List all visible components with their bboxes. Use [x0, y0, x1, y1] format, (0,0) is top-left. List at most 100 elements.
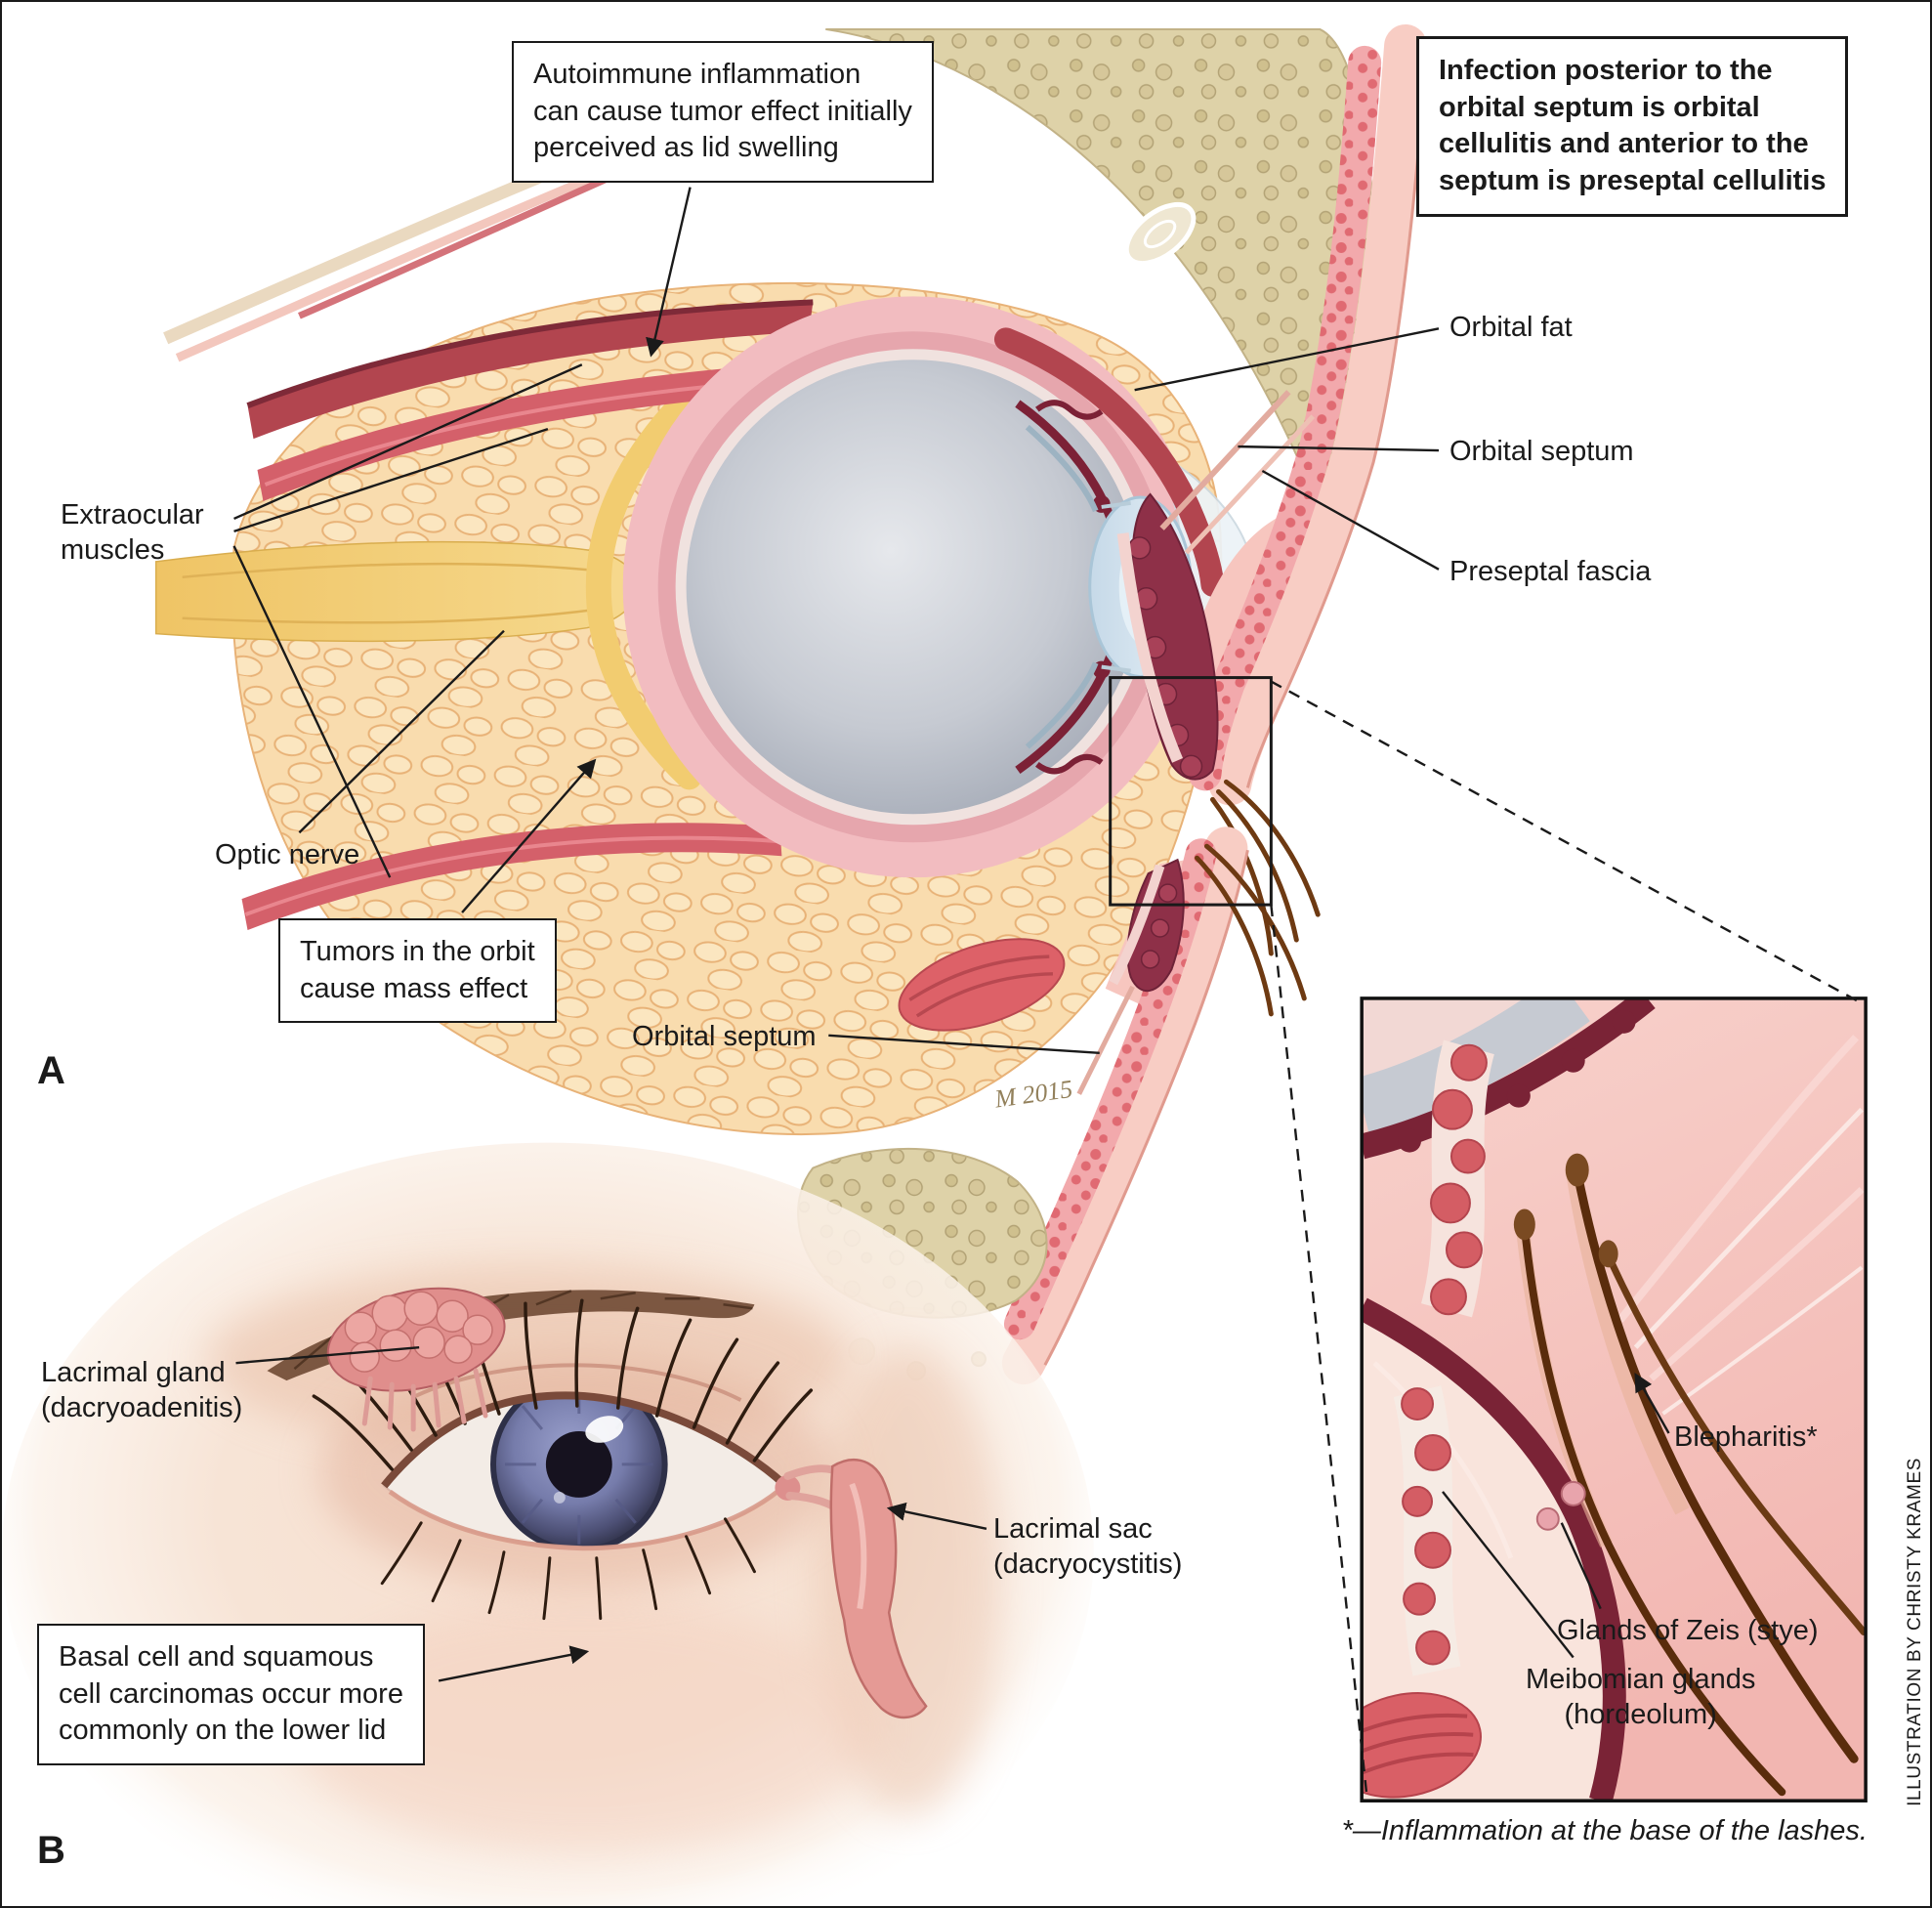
orbital-septum-line-lower [1076, 985, 1135, 1095]
lower-lashes [1195, 843, 1307, 1017]
leader-lacrimal-gland [235, 1345, 420, 1365]
leader-orbital-septum-upper [1238, 445, 1440, 452]
optic-nerve-shape [154, 540, 641, 643]
inset-source-rectangle [1109, 676, 1273, 907]
leader-tumors-arrow [461, 758, 597, 913]
leader-blepharitis-arrow [1634, 1373, 1670, 1434]
inset-lash-root [1513, 1208, 1535, 1241]
inset-fiber-streaks [1617, 1035, 1865, 1416]
leader-autoimmune-arrow [646, 187, 692, 358]
inset-lower-gland-sheath [1393, 1385, 1461, 1676]
label-optic-nerve: Optic nerve [215, 839, 360, 870]
callout-basal-cell-carcinoma: Basal cell and squamous cell carcinomas … [37, 1624, 425, 1766]
limbal-ring [489, 1397, 668, 1547]
inset-connectors [1270, 680, 1861, 1795]
leader-extraocular-1 [233, 363, 583, 521]
upper-conjunctiva [1116, 532, 1184, 763]
label-lacrimal-gland: Lacrimal gland (dacryoadenitis) [41, 1357, 243, 1423]
artist-signature: M 2015 [992, 1075, 1074, 1114]
orbital-septum-line-upper [1159, 390, 1291, 530]
optic-nerve-striation [182, 562, 605, 579]
leader-preseptal-fascia [1261, 469, 1440, 571]
callout-autoimmune-inflammation: Autoimmune inflammation can cause tumor … [512, 41, 934, 184]
label-blepharitis: Blepharitis* [1674, 1421, 1818, 1453]
label-glands-of-zeis: Glands of Zeis (stye) [1557, 1615, 1819, 1646]
lower-eyelid [898, 827, 1307, 1385]
upper-lashes [1209, 779, 1321, 956]
cheek-shading [294, 1600, 880, 1855]
inferior-rectus-muscle [241, 823, 782, 931]
label-orbital-septum-lower: Orbital septum [632, 1021, 817, 1052]
inset-zeis-gland [1560, 1480, 1586, 1506]
levator-muscle-dark-edge [246, 299, 814, 408]
panel-a-illustration: M 2015 [154, 23, 1429, 1385]
lacrimal-sac-shape [783, 1459, 928, 1719]
lower-conjunctiva [1109, 864, 1165, 986]
inset-lash-root [1598, 1240, 1618, 1268]
levator-muscle-band [247, 302, 814, 440]
orbicularis-oculi-upper [1188, 45, 1382, 791]
frontal-sinus [1123, 201, 1197, 267]
upper-eyelid [1116, 23, 1429, 956]
inset-connector-line-bottom [1270, 904, 1368, 1795]
label-meibomian-glands: Meibomian glands (hordeolum) [1526, 1664, 1756, 1730]
upper-lid-margin [381, 1391, 787, 1489]
lower-face-profile-line [1043, 849, 1249, 1366]
eye-highlight [585, 1416, 624, 1443]
superior-rectus-muscle [257, 360, 833, 501]
inset-upper-meibomian-chain [1430, 1043, 1488, 1316]
inset-footnote: *—Inflammation at the base of the lashes… [1341, 1815, 1868, 1846]
inset-orbicularis-muscle [1362, 1692, 1482, 1799]
eyeball [622, 296, 1256, 878]
face-profile-line [1245, 48, 1429, 788]
leader-orbital-septum-lower [828, 1034, 1100, 1054]
superior-fornix-vessels [1035, 400, 1104, 420]
lower-lid-margin [388, 1487, 781, 1551]
inset-upper-gland-sheath [1420, 1039, 1495, 1318]
inset-lower-meibomian-chain [1401, 1387, 1451, 1666]
upper-eyelid-skin [1208, 23, 1428, 806]
label-orbital-septum-upper: Orbital septum [1449, 436, 1634, 467]
leader-optic-nerve [298, 629, 505, 834]
inferior-rectus-striation [244, 835, 780, 916]
leader-lacrimal-sac-arrow [886, 1502, 987, 1530]
eye-highlight-small [553, 1491, 566, 1504]
callout-infection-definition: Infection posterior to the orbital septu… [1416, 36, 1849, 217]
leader-orbital-fat [1134, 327, 1440, 392]
levator-aponeurosis [993, 327, 1225, 597]
inset-illustration [1362, 997, 1867, 1802]
pupil [545, 1430, 612, 1498]
illustration-credit: ILLUSTRATION BY CHRISTY KRAMES [1905, 1458, 1925, 1806]
label-lacrimal-sac: Lacrimal sac (dacryocystitis) [993, 1513, 1183, 1580]
inset-tarsal-arc [1362, 997, 1656, 1160]
lower-eyelid-skin [1001, 827, 1248, 1385]
leader-basal-cell-arrow [438, 1645, 590, 1682]
panel-b-lower-lashes [380, 1517, 756, 1621]
inset-lid-margin-band [1362, 1297, 1626, 1802]
sclera-posterior-fork [585, 384, 702, 790]
leader-meibomian [1442, 1491, 1575, 1659]
leader-glands-of-zeis [1560, 1522, 1602, 1610]
inset-lower-streak [1372, 1361, 1514, 1559]
lacrimal-ducts [361, 1368, 488, 1432]
inferior-fornix-vessels [1035, 753, 1104, 775]
panel-b-illustration [2, 1142, 1094, 1906]
leader-extraocular-2 [233, 427, 549, 533]
leader-extraocular-3 [232, 545, 392, 878]
inset-follicle-sheath [1565, 1168, 1690, 1515]
callout-tumors-mass-effect: Tumors in the orbit cause mass effect [278, 918, 557, 1024]
inset-frame [1360, 996, 1868, 1802]
panel-b-letter: B [37, 1829, 65, 1872]
label-preseptal-fascia: Preseptal fascia [1449, 556, 1652, 587]
panel-a-letter: A [37, 1049, 65, 1092]
preseptal-fascia-line [1184, 414, 1316, 555]
leader-lines [232, 187, 1670, 1682]
inset-lashes [1520, 1167, 1867, 1797]
inset-zeis-gland [1535, 1506, 1560, 1531]
lacrimal-gland-shape [326, 1287, 506, 1432]
inset-connector-line-top [1270, 680, 1861, 1003]
label-orbital-fat: Orbital fat [1449, 312, 1573, 343]
frontal-sinus-inner [1143, 219, 1177, 249]
